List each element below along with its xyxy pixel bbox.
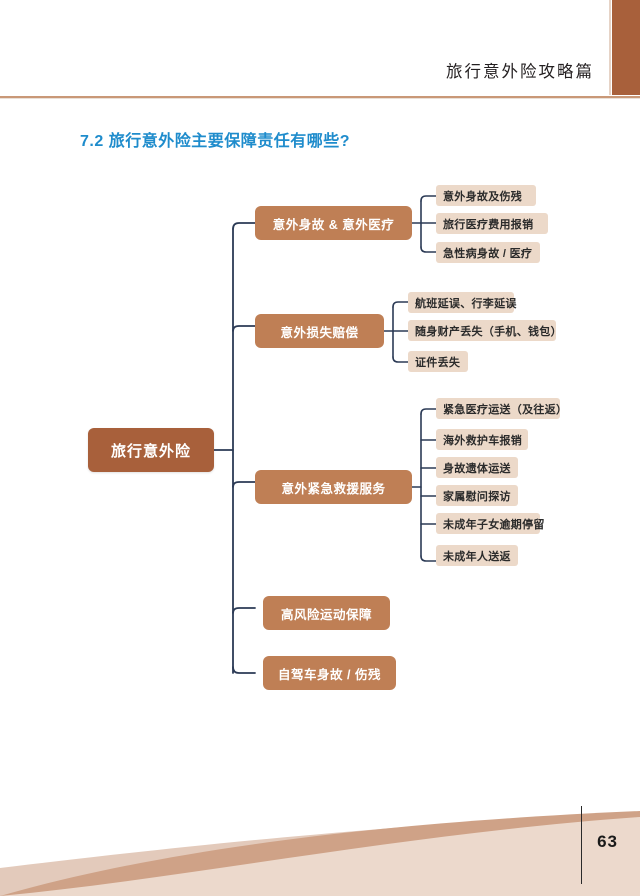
mindmap-branch-1[interactable]: 意外身故 & 意外医疗: [255, 206, 412, 240]
page-number: 63: [597, 832, 618, 851]
running-header-title: 旅行意外险攻略篇: [446, 63, 594, 81]
mindmap-leaf-3-3[interactable]: 身故遗体运送: [436, 457, 518, 478]
mindmap-leaf-1-1-label: 意外身故及伤残: [443, 190, 523, 203]
page-number-divider: [581, 806, 582, 884]
footer-wave-decoration: [0, 811, 640, 896]
mindmap-leaf-3-2-label: 海外救护车报销: [443, 434, 523, 447]
mindmap-leaf-1-2[interactable]: 旅行医疗费用报销: [436, 213, 548, 234]
mindmap-leaf-1-1[interactable]: 意外身故及伤残: [436, 185, 536, 206]
mindmap-leaf-2-3-label: 证件丢失: [415, 356, 461, 369]
mindmap-leaf-2-1-label: 航班延误、行李延误: [415, 297, 517, 310]
header-rule: [0, 96, 640, 98]
mindmap-leaf-1-3-label: 急性病身故 / 医疗: [443, 247, 533, 260]
header-corner-tab: [612, 0, 640, 95]
mindmap-branch-5[interactable]: 自驾车身故 / 伤残: [263, 656, 396, 690]
mindmap-branch-1-label: 意外身故 & 意外医疗: [272, 217, 395, 232]
mindmap-branch-2-label: 意外损失赔偿: [280, 325, 359, 340]
mindmap-leaf-2-2[interactable]: 随身财产丢失（手机、钱包）: [408, 320, 562, 341]
mindmap-branch-4-label: 高风险运动保障: [280, 607, 372, 622]
mindmap-leaf-1-3[interactable]: 急性病身故 / 医疗: [436, 242, 540, 263]
mindmap-leaf-2-1[interactable]: 航班延误、行李延误: [408, 292, 517, 313]
mindmap-leaf-3-1[interactable]: 紧急医疗运送（及往返）: [436, 398, 567, 419]
mindmap-branch-4[interactable]: 高风险运动保障: [263, 596, 390, 630]
mindmap-leaf-2-3[interactable]: 证件丢失: [408, 351, 468, 372]
mindmap-leaf-3-4[interactable]: 家属慰问探访: [436, 485, 518, 506]
mindmap-branch-5-label: 自驾车身故 / 伤残: [278, 667, 381, 682]
mindmap-root-label: 旅行意外险: [110, 442, 191, 460]
mindmap-leaf-3-1-label: 紧急医疗运送（及往返）: [443, 403, 568, 416]
header-tab-edge: [609, 0, 611, 95]
mindmap-leaf-3-4-label: 家属慰问探访: [443, 490, 511, 503]
mindmap-leaf-3-6-label: 未成年人送返: [443, 550, 511, 563]
mindmap-branch-3-label: 意外紧急救援服务: [281, 481, 386, 496]
mindmap-leaf-2-2-label: 随身财产丢失（手机、钱包）: [415, 325, 562, 338]
mindmap-leaf-3-6[interactable]: 未成年人送返: [436, 545, 518, 566]
header-rule-secondary: [0, 98, 640, 99]
mindmap-leaf-3-3-label: 身故遗体运送: [443, 462, 511, 475]
mindmap-branch-3[interactable]: 意外紧急救援服务: [255, 470, 412, 504]
mindmap-leaf-1-2-label: 旅行医疗费用报销: [443, 218, 534, 231]
mindmap-leaf-3-2[interactable]: 海外救护车报销: [436, 429, 528, 450]
mindmap-leaf-3-5[interactable]: 未成年子女逾期停留: [436, 513, 544, 534]
mindmap-root-node[interactable]: 旅行意外险: [88, 428, 214, 472]
mindmap: 旅行意外险 意外身故 & 意外医疗 意外身故及伤残 旅行医疗费用报销 急性病身故…: [88, 185, 567, 690]
page-title: 7.2 旅行意外险主要保障责任有哪些?: [80, 133, 350, 150]
mindmap-branch-2[interactable]: 意外损失赔偿: [255, 314, 384, 348]
mindmap-leaf-3-5-label: 未成年子女逾期停留: [443, 518, 545, 531]
